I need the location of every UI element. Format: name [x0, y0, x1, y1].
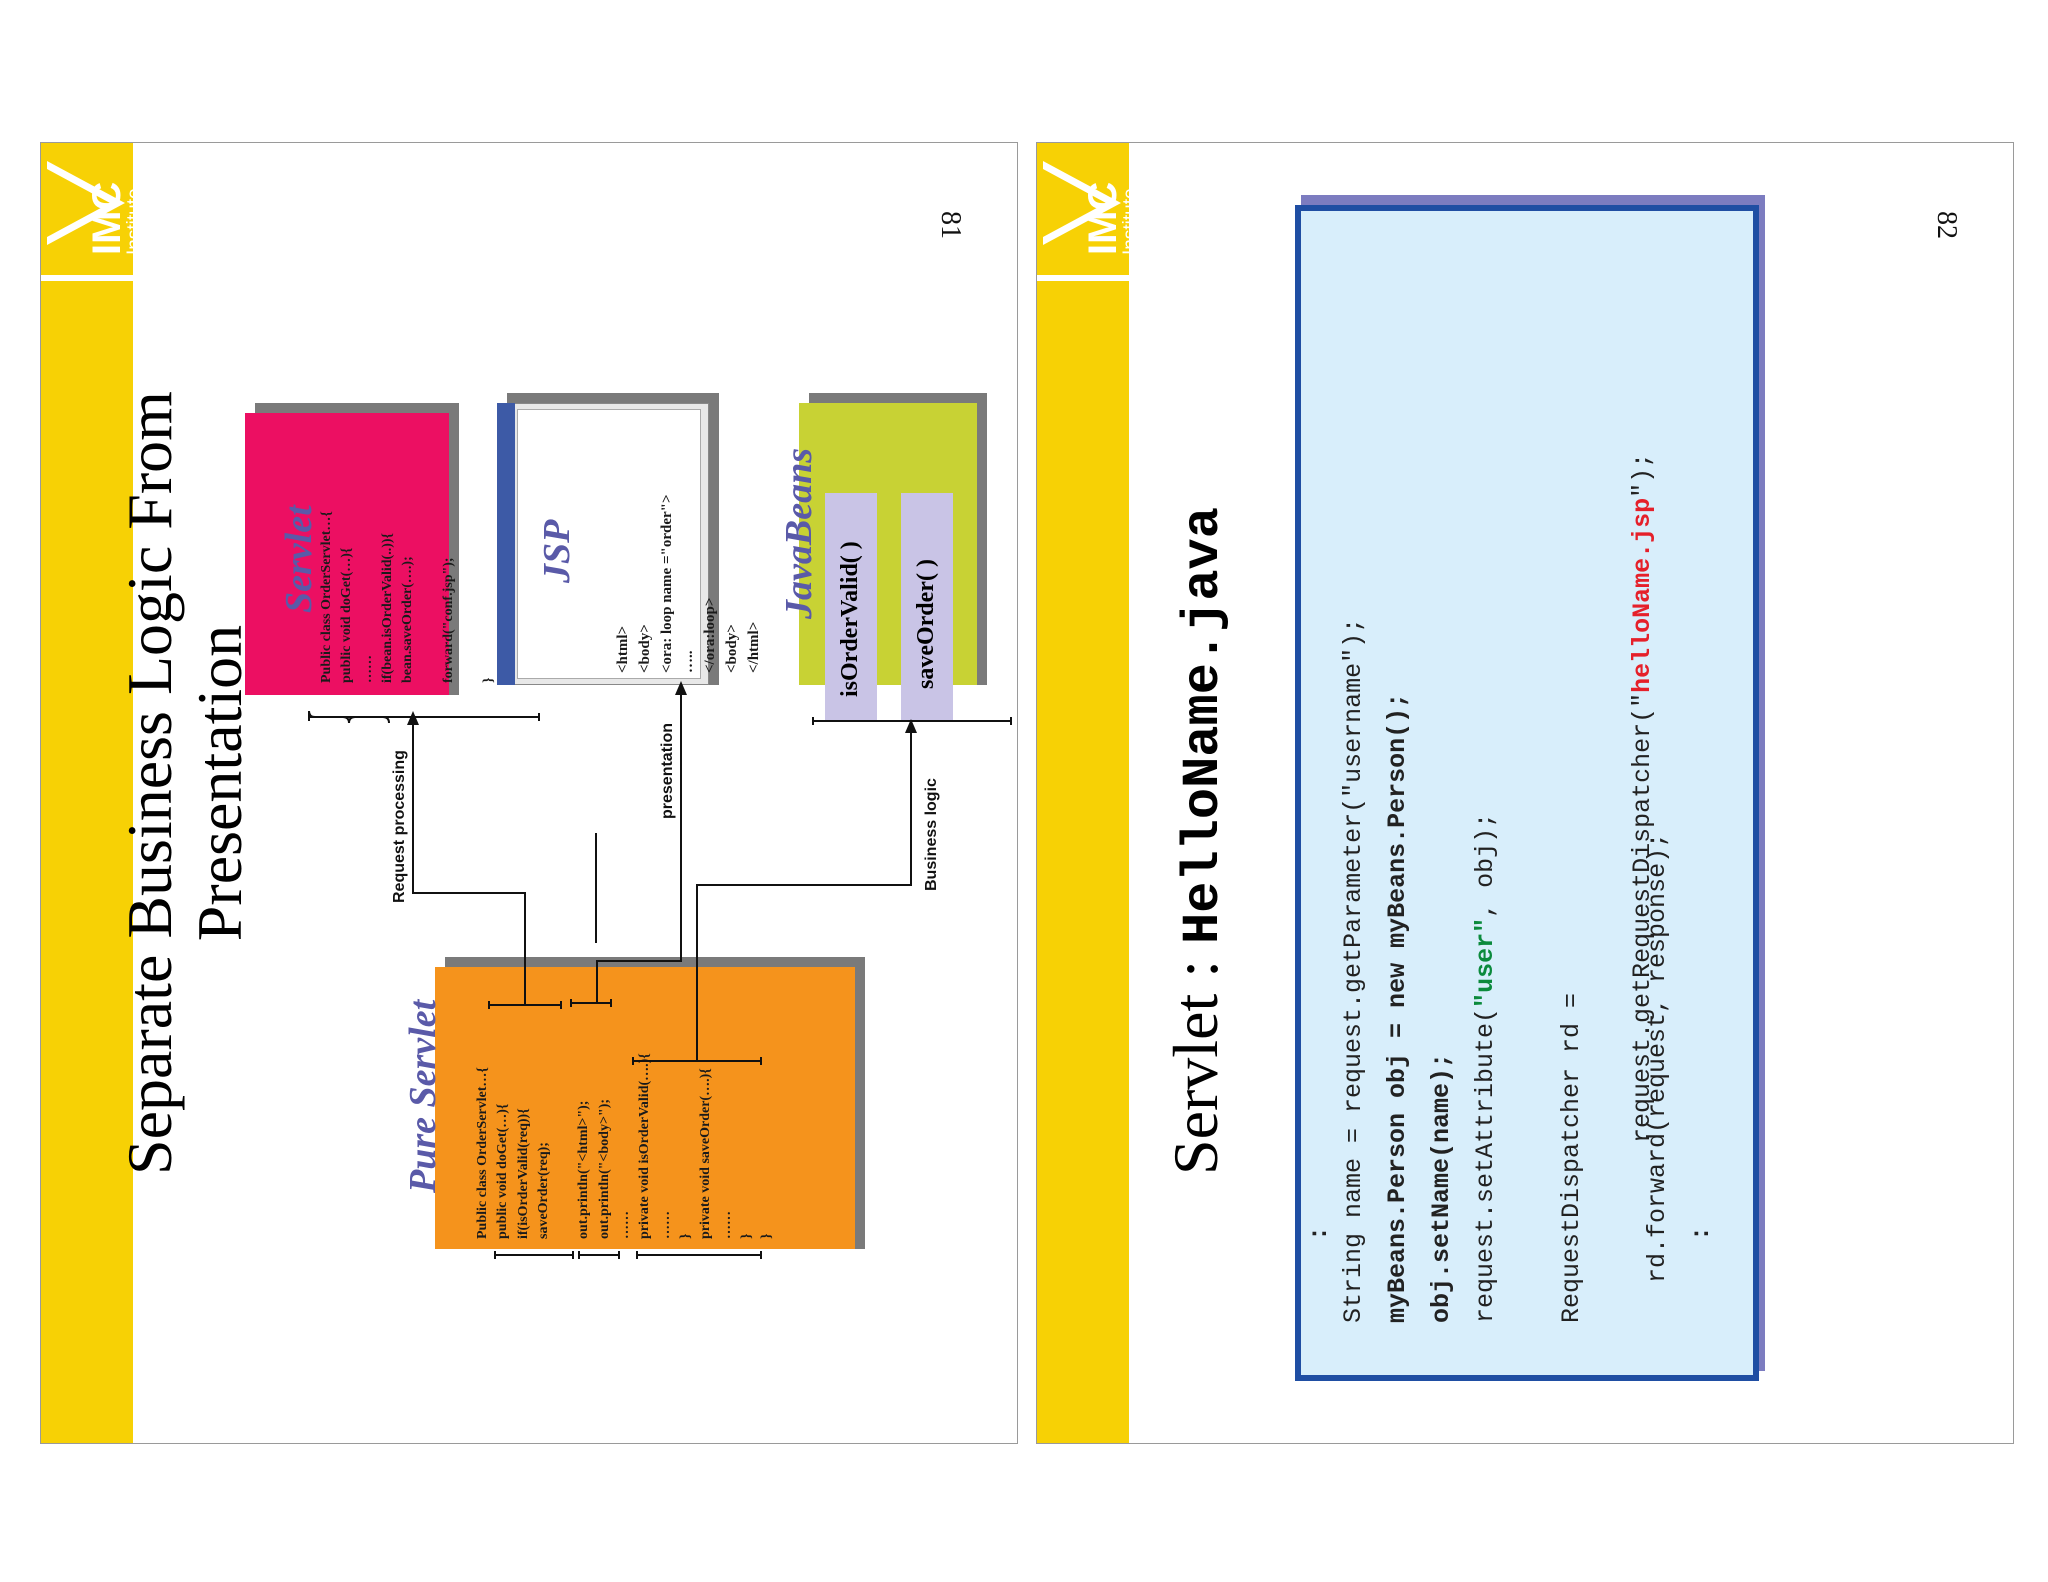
- code-line-4: obj.setName(name);: [1427, 1052, 1456, 1323]
- connector-lines: [308, 681, 1012, 1259]
- code-line-6: RequestDispatcher rd =: [1557, 992, 1586, 1323]
- brace-javabeans-line: [812, 717, 1012, 725]
- imc-logo: IMC Institute: [41, 153, 145, 281]
- code-line-2: String name = request.getParameter("user…: [1339, 617, 1368, 1323]
- pure-servlet-box: [435, 967, 855, 1249]
- code-box: [1295, 205, 1759, 1381]
- line-request: [412, 719, 526, 1005]
- annotation-presentation: presentation: [659, 722, 676, 819]
- slide-title: Servlet : HelloName.java: [1160, 507, 1233, 1175]
- yellow-sidebar: [41, 143, 133, 1443]
- code-line-5: request.setAttribute("user", obj);: [1471, 812, 1500, 1323]
- line-presentation: [596, 687, 682, 1003]
- brace-servlet-line: [308, 713, 540, 721]
- imc-logo: IMC Institute: [1037, 153, 1141, 281]
- page-number: 82: [1931, 211, 1962, 239]
- annotation-business: Business logic: [923, 778, 940, 891]
- arrow-presentation-icon: [675, 681, 687, 695]
- annotation-request: Request processing: [391, 750, 408, 903]
- line-business: [696, 727, 912, 1061]
- arrow-request-icon: [407, 711, 419, 725]
- slide-82: IMC Institute 82 Servlet : HelloName.jav…: [1036, 142, 2014, 1444]
- yellow-sidebar: [1037, 143, 1129, 1443]
- code-line-3: myBeans.Person obj = new myBeans.Person(…: [1383, 692, 1412, 1323]
- code-line-9: :: [1687, 1225, 1716, 1241]
- slide-81: IMC Institute 81 Separate Business Logic…: [40, 142, 1018, 1444]
- code-line-8: rd.forward(request, response);: [1643, 832, 1672, 1283]
- servlet-box: [245, 413, 449, 695]
- code-line-1: :: [1305, 1225, 1334, 1241]
- arrow-business-icon: [905, 719, 917, 733]
